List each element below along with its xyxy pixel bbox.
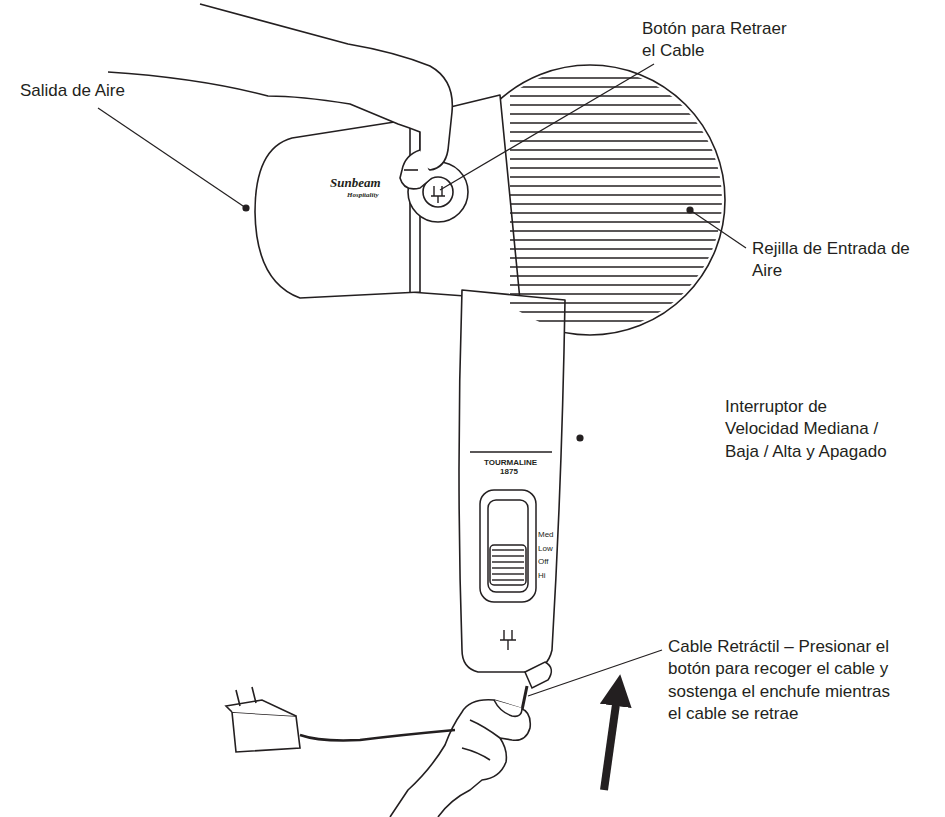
leader-line (440, 64, 654, 190)
retractable-cord (522, 686, 527, 710)
grille-slot (510, 77, 730, 78)
callout-label: Salida de Aire (20, 80, 170, 102)
grille-slot (510, 149, 730, 150)
air-outlet-nozzle (255, 118, 420, 298)
cord-to-plug (300, 730, 455, 740)
thumb (400, 150, 432, 189)
grille-slot (510, 311, 730, 312)
speed-mark: Hi (538, 572, 558, 580)
grille-slot (510, 293, 730, 294)
leader-line (690, 210, 746, 248)
grille-slot (510, 320, 730, 321)
plug-icon (500, 630, 516, 650)
switch-slot (480, 490, 536, 602)
grille-slot (510, 284, 730, 285)
grille-slot (510, 212, 730, 213)
grille-slot (510, 104, 730, 105)
leader-dot (243, 205, 249, 211)
grille-slot (510, 140, 730, 141)
grille-slot (510, 230, 730, 231)
leader-dot (687, 207, 693, 213)
nozzle-seam (409, 120, 411, 292)
slider-ridge (492, 561, 524, 562)
grille-slot (510, 158, 730, 159)
plug-top (226, 700, 296, 716)
slider-ridge (492, 555, 524, 556)
grille-slot (510, 266, 730, 267)
slider-ridges (492, 550, 524, 580)
thumbnail (404, 169, 418, 171)
speed-mark: Off (538, 558, 558, 566)
grille-slot (510, 221, 730, 222)
intake-grille (510, 78, 730, 321)
grille-slot (510, 257, 730, 258)
grille-slot (510, 122, 730, 123)
switch-track (488, 500, 528, 592)
grille-slot (510, 131, 730, 132)
grille-slot (510, 113, 730, 114)
plug-prongs (236, 687, 256, 706)
slider-ridge (492, 579, 524, 580)
grille-slot (510, 95, 730, 96)
finger-lines (462, 720, 500, 760)
leader-dot (577, 435, 583, 441)
speed-mark: Low (538, 545, 558, 553)
grille-slot (510, 86, 730, 87)
leader-line (528, 650, 662, 696)
callout-label: Cable Retráctil – Presionar el botón par… (668, 636, 900, 726)
plug (232, 712, 300, 752)
grille-slot (510, 302, 730, 303)
grille-slot (510, 239, 730, 240)
grille-slot (510, 167, 730, 168)
handle-seam (470, 451, 552, 453)
thumb-bottom (494, 700, 522, 716)
callout-label: Interruptor de Velocidad Mediana / Baja … (725, 396, 900, 463)
speed-mark: Med (538, 531, 558, 539)
model-name: TOURMALINE 1875 (484, 458, 534, 476)
leader-line (98, 108, 246, 208)
slider-ridge (492, 549, 524, 550)
switch-slider (490, 545, 526, 585)
brand-subtitle: Hospitality (347, 192, 407, 199)
slider-ridge (492, 567, 524, 568)
grille-slot (510, 185, 730, 186)
grille-slot (510, 248, 730, 249)
callout-label: Botón para Retraer el Cable (642, 18, 792, 63)
brand-logo: Sunbeam (330, 176, 400, 189)
grille-slot (510, 203, 730, 204)
grille-slot (510, 275, 730, 276)
cord-strain-relief (525, 662, 551, 688)
handle (459, 290, 565, 672)
hand-top (108, 4, 452, 170)
hand-bottom-back (390, 700, 520, 817)
grille-slot (510, 194, 730, 195)
grille-slot (510, 176, 730, 177)
callout-label: Rejilla de Entrada de Aire (752, 238, 912, 283)
slider-ridge (492, 573, 524, 574)
retract-arrow (604, 690, 618, 790)
